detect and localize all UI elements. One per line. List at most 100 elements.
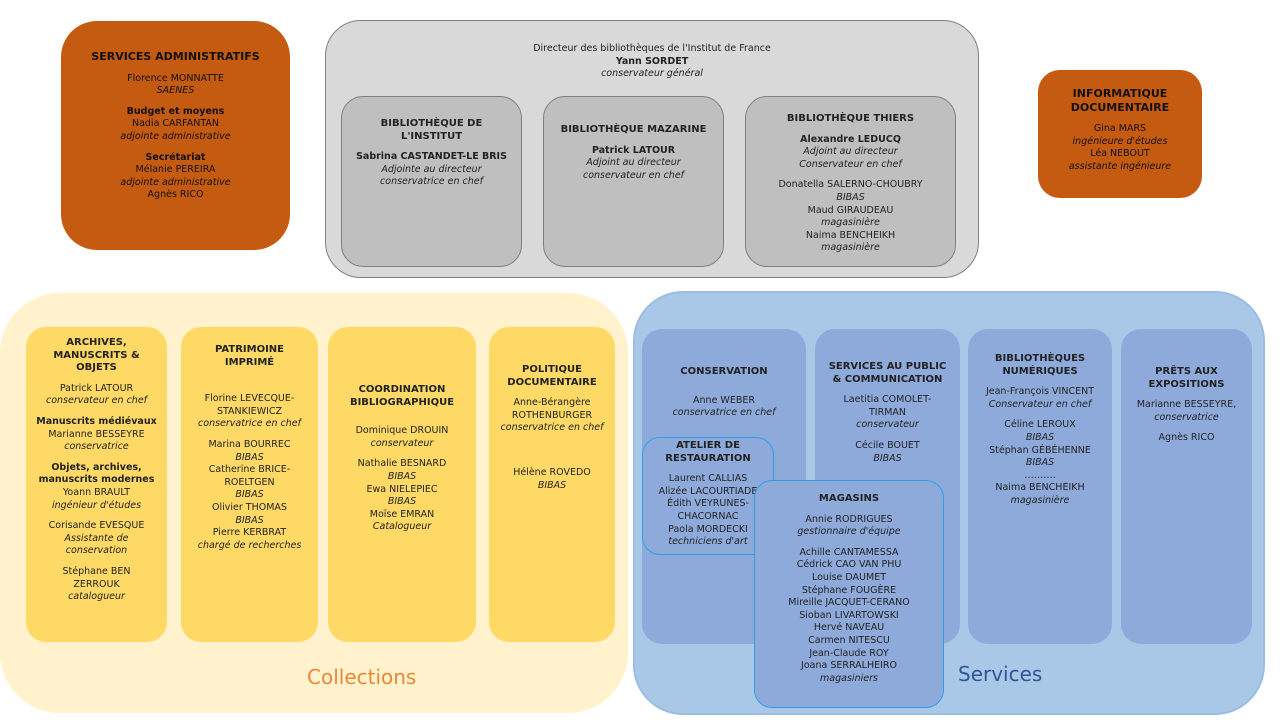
role-text: conservateur en chef [582, 169, 685, 181]
person-name: Marina BOURREC [208, 438, 291, 450]
person-name: Gina MARS [1093, 123, 1147, 134]
coll-coordination: COORDINATION BIBLIOGRAPHIQUE Dominique D… [328, 327, 476, 642]
serv-numeriques: BIBLIOTHÈQUES NUMÉRIQUES Jean-François V… [968, 329, 1112, 644]
director-name: Yann SORDET [615, 55, 689, 67]
person-name: Annie RODRIGUES [805, 513, 893, 525]
role-text: BIBAS [387, 470, 417, 482]
coll-coordination-title: COORDINATION BIBLIOGRAPHIQUE [349, 384, 455, 408]
section-label: Secrétariat [145, 151, 206, 163]
spacer [181, 369, 318, 377]
coll-archives-title: ARCHIVES, MANUSCRITS & OBJETS [53, 337, 140, 374]
person-name: Olivier THOMAS [212, 501, 287, 513]
spacer [26, 454, 167, 462]
role-text: Adjointe au directeur [381, 163, 482, 175]
director-heading: Directeur des bibliothèques de l'Institu… [533, 43, 771, 54]
spacer [968, 411, 1112, 419]
role-text: adjointe administrative [120, 130, 231, 142]
person-name: Mireille JACQUET-CERANO [788, 597, 910, 609]
person-name: Agnès RICO [1158, 432, 1215, 444]
spacer [489, 443, 615, 451]
person-name: Nathalie BESNARD [357, 458, 447, 470]
role-text: conservateur [856, 419, 919, 431]
serv-magasins-title: MAGASINS [818, 493, 880, 504]
role-text: BIBAS [235, 514, 264, 526]
role-text: catalogueur [68, 591, 125, 603]
person-name: Corisande EVESQUE [48, 520, 145, 532]
person-name: Jean-François VINCENT [985, 386, 1095, 398]
role-text: magasinière [821, 242, 880, 254]
person-name: Naima BENCHEIKH [995, 482, 1085, 494]
person-name: Marianne BESSEYRE [48, 428, 145, 440]
library-mazarine-title: BIBLIOTHÈQUE MAZARINE [560, 124, 707, 135]
spacer [489, 435, 615, 443]
person-name: Hélène ROVEDO [513, 466, 591, 478]
person-name: Moïse EMRAN [369, 508, 435, 520]
serv-numeriques-title: BIBLIOTHÈQUES NUMÉRIQUES [994, 353, 1086, 377]
spacer [642, 387, 806, 395]
section-label: Patrick LATOUR [591, 144, 676, 156]
spacer [755, 506, 943, 514]
person-name: Jean-Claude ROY [809, 647, 889, 659]
person-name: Carmen NITESCU [808, 634, 890, 646]
person-name: Marianne BESSEYRE, [1136, 399, 1237, 411]
role-text: conservatrice en chef [380, 176, 483, 188]
spacer [328, 409, 476, 417]
role-text: Assistante de conservation [64, 532, 129, 557]
spacer [61, 98, 290, 106]
person-name: Maud GIRAUDEAU [807, 204, 894, 216]
role-text: BIBAS [1025, 431, 1055, 443]
role-text: Conservateur en chef [799, 158, 902, 170]
role-text: Conservateur en chef [988, 398, 1092, 410]
role-text: BIBAS [537, 479, 567, 491]
person-name: Yoann BRAULT [62, 486, 131, 498]
role-text: conservateur [370, 437, 434, 449]
person-name: Paola MORDECKI [668, 523, 748, 535]
admin-title: SERVICES ADMINISTRATIFS [91, 50, 260, 63]
spacer [1121, 424, 1252, 432]
library-thiers-title: BIBLIOTHÈQUE THIERS [786, 113, 915, 124]
role-text: BIBAS [235, 489, 264, 501]
person-name: Achille CANTAMESSA [799, 546, 899, 558]
person-name: Stéphane BEN ZERROUK [62, 565, 131, 590]
role-text: BIBAS [387, 496, 417, 508]
spacer [643, 465, 773, 473]
role-text: conservatrice [64, 441, 129, 453]
serv-atelier-title: ATELIER DE RESTAURATION [665, 440, 751, 464]
person-name: Florence MONNATTE [127, 72, 224, 84]
person-name: Louise DAUMET [811, 571, 886, 583]
role-text: ingénieure d'études [1072, 135, 1168, 147]
spacer [26, 558, 167, 566]
section-label: Objets, archives, manuscrits modernes [38, 461, 155, 486]
person-name: Hervé NAVEAU [813, 622, 885, 634]
spacer [328, 417, 476, 425]
person-name: Alizée LACOURTIADE [658, 485, 758, 497]
spacer [489, 451, 615, 459]
spacer [642, 379, 806, 387]
role-text: magasiniers [820, 672, 878, 684]
director-role: conservateur général [601, 68, 703, 80]
role-text: conservatrice en chef [500, 422, 604, 434]
role-text: magasinière [1010, 494, 1070, 506]
person-name: Donatella SALERNO-CHOUBRY [778, 179, 923, 191]
person-name: Mélanie PEREIRA [135, 164, 216, 176]
serv-prets-title: PRÊTS AUX EXPOSITIONS [1148, 366, 1225, 390]
spacer [489, 459, 615, 467]
role-text: BIBAS [873, 452, 902, 464]
role-text: BIBAS [1025, 457, 1055, 469]
it-title: INFORMATIQUE DOCUMENTAIRE [1070, 87, 1170, 114]
spacer [342, 143, 521, 151]
person-name: Stéphane FOUGÈRE [801, 584, 897, 596]
person-name: Nadia CARFANTAN [131, 118, 220, 130]
person-name: Joana SERRALHEIRO [801, 660, 897, 672]
services-label: Services [958, 662, 1043, 686]
role-text: magasinière [821, 217, 880, 229]
